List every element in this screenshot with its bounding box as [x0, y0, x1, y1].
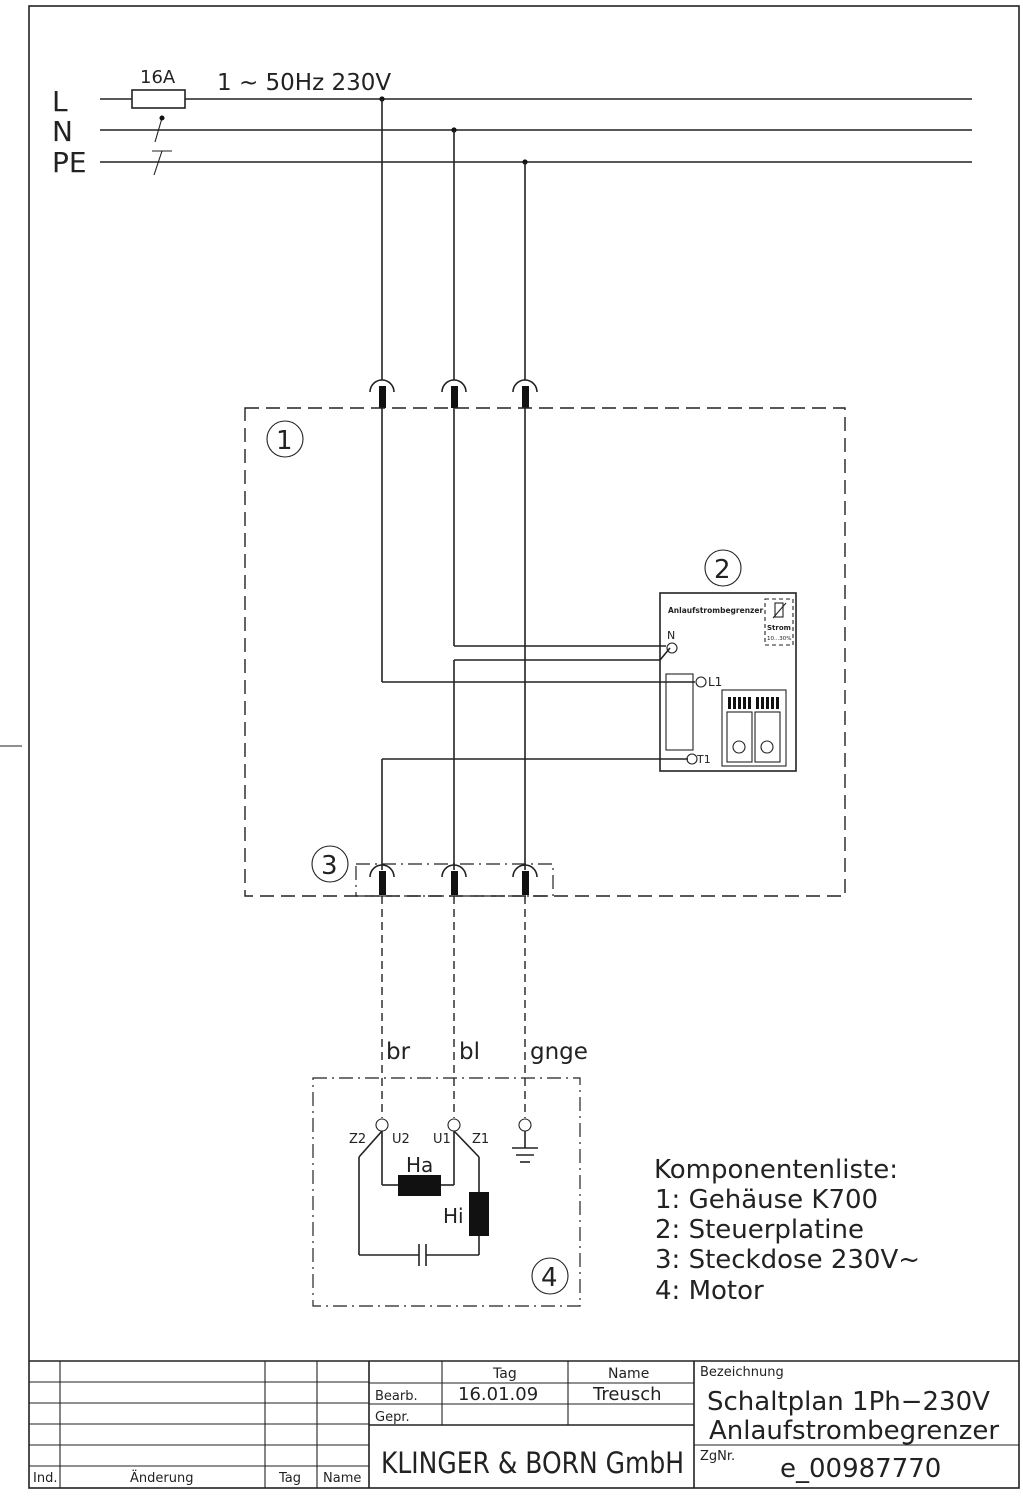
terminal-u2	[375, 1118, 389, 1132]
motor-z1: Z1	[472, 1132, 489, 1147]
board-title: Anlaufstrombegrenzer	[668, 606, 763, 615]
rev-ind: Ind.	[33, 1471, 57, 1486]
terminal-t1-label: T1	[696, 753, 711, 766]
main-winding	[398, 1175, 441, 1196]
company-name: KLINGER & BORN GmbH	[381, 1446, 684, 1480]
rev-name: Name	[323, 1471, 361, 1486]
motor-u2: U2	[392, 1132, 410, 1147]
pe-mark	[153, 150, 163, 176]
fuse-symbol	[131, 89, 186, 109]
bezeichnung-label: Bezeichnung	[700, 1365, 784, 1380]
top-connectors	[369, 379, 538, 408]
component-list-title: Komponentenliste:	[654, 1155, 898, 1185]
wire-br: br	[386, 1039, 411, 1065]
bearb-label: Bearb.	[375, 1389, 418, 1404]
marker-2-circle	[704, 549, 742, 587]
line-label-pe: PE	[52, 146, 87, 179]
terminal-pe	[518, 1118, 532, 1132]
terminal-u1	[447, 1118, 461, 1132]
terminal-l1-label: L1	[708, 675, 722, 689]
gepr-label: Gepr.	[375, 1410, 410, 1425]
rev-tag: Tag	[278, 1471, 301, 1486]
motor-ha: Ha	[406, 1153, 433, 1177]
control-board: 2 Anlaufstrombegrenzer Strom 10...30% N …	[659, 549, 797, 772]
wire-gnge: gnge	[530, 1039, 588, 1065]
n-mark	[154, 117, 163, 143]
screw-terminal-2	[760, 740, 774, 754]
socket-outlet: 3	[311, 845, 554, 897]
component-item-1: 1: Gehäuse K700	[655, 1185, 878, 1215]
aux-winding	[469, 1192, 489, 1236]
zgnr-label: ZgNr.	[700, 1449, 735, 1464]
marker-1-circle	[266, 420, 304, 458]
drawing-number: e_00987770	[780, 1454, 941, 1484]
fuse-rating: 16A	[140, 67, 176, 88]
marker-1: 1	[276, 426, 293, 456]
terminal-t1	[686, 753, 698, 765]
component-item-4: 4: Motor	[655, 1276, 764, 1306]
component-list: Komponentenliste: 1: Gehäuse K700 2: Ste…	[654, 1155, 920, 1306]
drawing-frame	[28, 5, 1020, 1489]
terminal-l1	[695, 676, 707, 688]
motor-hi: Hi	[443, 1204, 464, 1228]
component-item-2: 2: Steuerplatine	[655, 1215, 864, 1245]
housing-outline	[244, 407, 846, 897]
bearb-date: 16.01.09	[458, 1384, 538, 1405]
marker-4: 4	[541, 1263, 558, 1293]
supply-lines: L N PE 16A 1 ~ 50Hz 230V	[52, 67, 972, 179]
motor-u1: U1	[433, 1132, 451, 1147]
terminal-n	[666, 642, 678, 654]
line-label-l: L	[52, 85, 68, 118]
relay	[665, 673, 694, 751]
marker-3-circle	[311, 845, 349, 883]
header-name: Name	[608, 1366, 649, 1382]
rev-aenderung: Änderung	[130, 1470, 193, 1486]
title-block: Ind. Änderung Tag Name Tag Name Bearb. 1…	[29, 1360, 1019, 1488]
terminal-n-label: N	[667, 629, 675, 642]
motor: Z2 U2 U1 Z1 Ha Hi 4	[312, 1077, 581, 1307]
board-strom: Strom	[767, 624, 791, 632]
supply-spec: 1 ~ 50Hz 230V	[217, 70, 391, 96]
motor-z2: Z2	[349, 1132, 366, 1147]
drawing-title-2: Anlaufstrombegrenzer	[709, 1416, 999, 1446]
bearb-name: Treusch	[592, 1384, 662, 1405]
marker-3: 3	[321, 851, 338, 881]
marker-4-circle	[531, 1257, 569, 1295]
line-label-n: N	[52, 115, 73, 148]
component-item-3: 3: Steckdose 230V~	[655, 1245, 920, 1275]
board-range: 10...30%	[767, 636, 791, 642]
screw-terminal-1	[732, 740, 746, 754]
header-tag: Tag	[492, 1366, 517, 1382]
wire-bl: bl	[459, 1039, 480, 1065]
marker-2: 2	[714, 555, 731, 585]
drawing-title-1: Schaltplan 1Ph−230V	[707, 1387, 990, 1417]
terminal-block-pins	[728, 697, 779, 709]
